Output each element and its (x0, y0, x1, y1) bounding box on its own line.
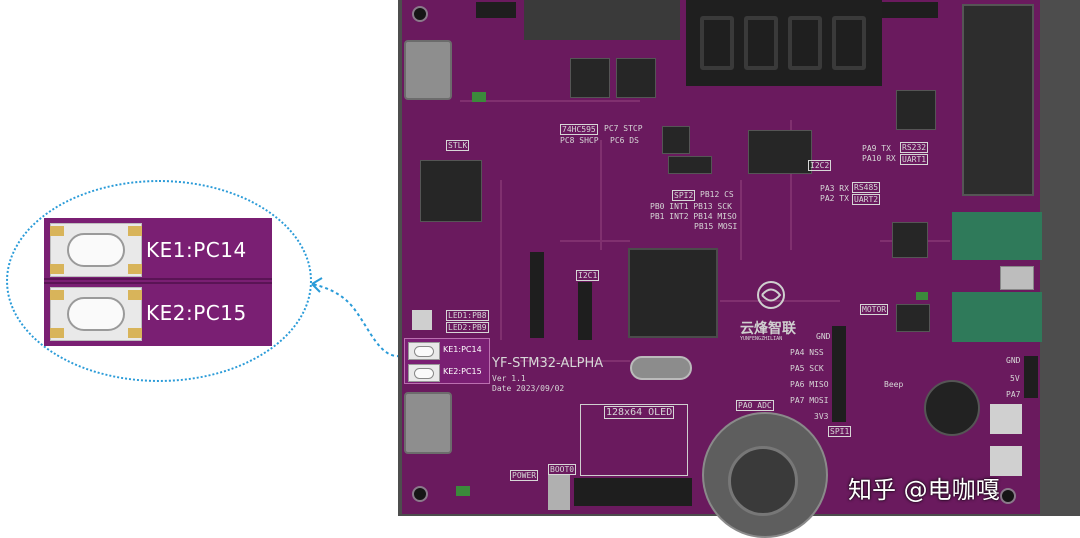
silk-spi2: SPI2 (672, 190, 696, 201)
silk-led2: LED2:PB9 (446, 322, 489, 333)
board-keys-highlight: KE1:PC14 KE2:PC15 (404, 338, 490, 384)
silk-spi-line-1: PB12 CS (700, 190, 734, 199)
chip-i2c (748, 130, 812, 174)
db9-serial-connector (962, 4, 1034, 196)
chip-74hc595 (570, 58, 610, 98)
silk-pa9: PA9 TX (862, 144, 891, 153)
terminal-block-2 (952, 292, 1042, 342)
silk-led1: LED1:PB8 (446, 310, 489, 321)
silk-adc: PA0 ADC (736, 400, 774, 411)
silk-boot0: BOOT0 (548, 464, 577, 475)
silk-beep: Beep (884, 380, 904, 389)
zoom-key2-label: KE2:PC15 (144, 301, 249, 325)
zoomed-keys-panel: KE1:PC14 KE2:PC15 (44, 218, 272, 346)
oled-footprint (580, 404, 688, 476)
silk-spi-line-3: PB1 INT2 PB14 MISO (650, 212, 737, 221)
mounting-hole (412, 6, 428, 22)
brand-name: 云烽智联 (740, 321, 796, 337)
brand-logo-icon (757, 281, 785, 309)
header-spi1 (832, 326, 846, 422)
silk-pa10: PA10 RX (862, 154, 896, 163)
header-top-right (882, 2, 938, 18)
zoom-callout-ellipse (6, 180, 312, 382)
chip-rs232 (896, 90, 936, 130)
power-led (456, 486, 470, 496)
header-gpio (530, 252, 544, 338)
silk-spi1: SPI1 (828, 426, 852, 437)
mounting-hole (1000, 488, 1016, 504)
chip-stlink (420, 160, 482, 222)
chip-motor-driver (896, 304, 930, 332)
silk-pa3: PA3 RX (820, 184, 849, 193)
tactile-button[interactable] (990, 404, 1022, 434)
silk-spi-line-4: PB15 MOSI (694, 222, 738, 231)
brand-name-en: YUNFENGZHILIAN (740, 336, 783, 342)
silk-spi1-pin-2: PA4 NSS (790, 348, 824, 357)
silk-stcp: PC7 STCP (604, 124, 643, 133)
board-key2-button[interactable] (408, 364, 440, 382)
silk-spi1-pin-1: GND (816, 332, 831, 341)
mounting-hole (412, 486, 428, 502)
seven-segment-display (686, 0, 882, 86)
silk-spi1-pin-6: 3V3 (814, 412, 829, 421)
silk-74hc595: 74HC595 (560, 124, 598, 135)
silk-spi1-pin-4: PA6 MISO (790, 380, 829, 389)
zoom-trace (44, 278, 272, 280)
silk-spi1-pin-5: PA7 MOSI (790, 396, 829, 405)
zhihu-watermark: 知乎 @电咖嘎 (848, 476, 1000, 504)
stm32-mcu-chip (628, 248, 718, 338)
board-key1-label: KE1:PC14 (443, 345, 482, 354)
chip-74hc595-2 (616, 58, 656, 98)
usb-connector-top (404, 40, 452, 100)
silk-uart1: UART1 (900, 154, 929, 165)
silk-pa2: PA2 TX (820, 194, 849, 203)
callout-connector-arrow (311, 277, 401, 358)
silk-motor: MOTOR (860, 304, 889, 315)
board-date: Date 2023/09/02 (492, 384, 565, 393)
chip-small (662, 126, 690, 154)
buzzer (924, 380, 980, 436)
tactile-button-2[interactable] (990, 446, 1022, 476)
silk-5v: 5V (1010, 374, 1020, 383)
fpc-connector (524, 0, 680, 40)
silk-ds: PC6 DS (610, 136, 639, 145)
zoom-key1-button (50, 223, 142, 277)
silk-uart2: UART2 (852, 194, 881, 205)
oled-label: 128x64 OLED (604, 406, 675, 419)
silk-shcp: PC8 SHCP (560, 136, 599, 145)
board-version: Ver 1.1 (492, 374, 526, 383)
silk-spi1-pin-3: PA5 SCK (790, 364, 824, 373)
zoom-trace (44, 282, 272, 284)
board-key1-button[interactable] (408, 342, 440, 360)
silk-power: POWER (510, 470, 539, 481)
zoom-key1-label: KE1:PC14 (144, 238, 249, 262)
header-bottom (574, 478, 692, 506)
header-top-left (476, 2, 516, 18)
board-key2-label: KE2:PC15 (443, 367, 482, 376)
led-green (916, 292, 928, 300)
boot-button[interactable] (548, 474, 570, 510)
header-power (1024, 356, 1038, 398)
led-pair (412, 310, 432, 330)
zoom-key2-button (50, 287, 142, 341)
silk-pa7: PA7 (1006, 390, 1021, 399)
header-i2c1 (578, 282, 592, 340)
chip-rs485 (892, 222, 928, 258)
silk-stlink: STLK (446, 140, 470, 151)
silk-rs232: RS232 (900, 142, 929, 153)
board-name: YF-STM32-ALPHA (492, 356, 604, 371)
crystal-oscillator (630, 356, 692, 380)
usb-connector-bottom (404, 392, 452, 454)
silk-i2c2: I2C2 (808, 160, 832, 171)
silk-i2c1: I2C1 (576, 270, 600, 281)
led-green (472, 92, 486, 102)
silk-gnd: GND (1006, 356, 1021, 365)
potentiometer-knob[interactable] (728, 446, 798, 516)
silk-rs485: RS485 (852, 182, 881, 193)
motor-symbol (1000, 266, 1034, 290)
silk-spi-line-2: PB0 INT1 PB13 SCK (650, 202, 732, 211)
chip-flash (668, 156, 712, 174)
terminal-block-1 (952, 212, 1042, 260)
